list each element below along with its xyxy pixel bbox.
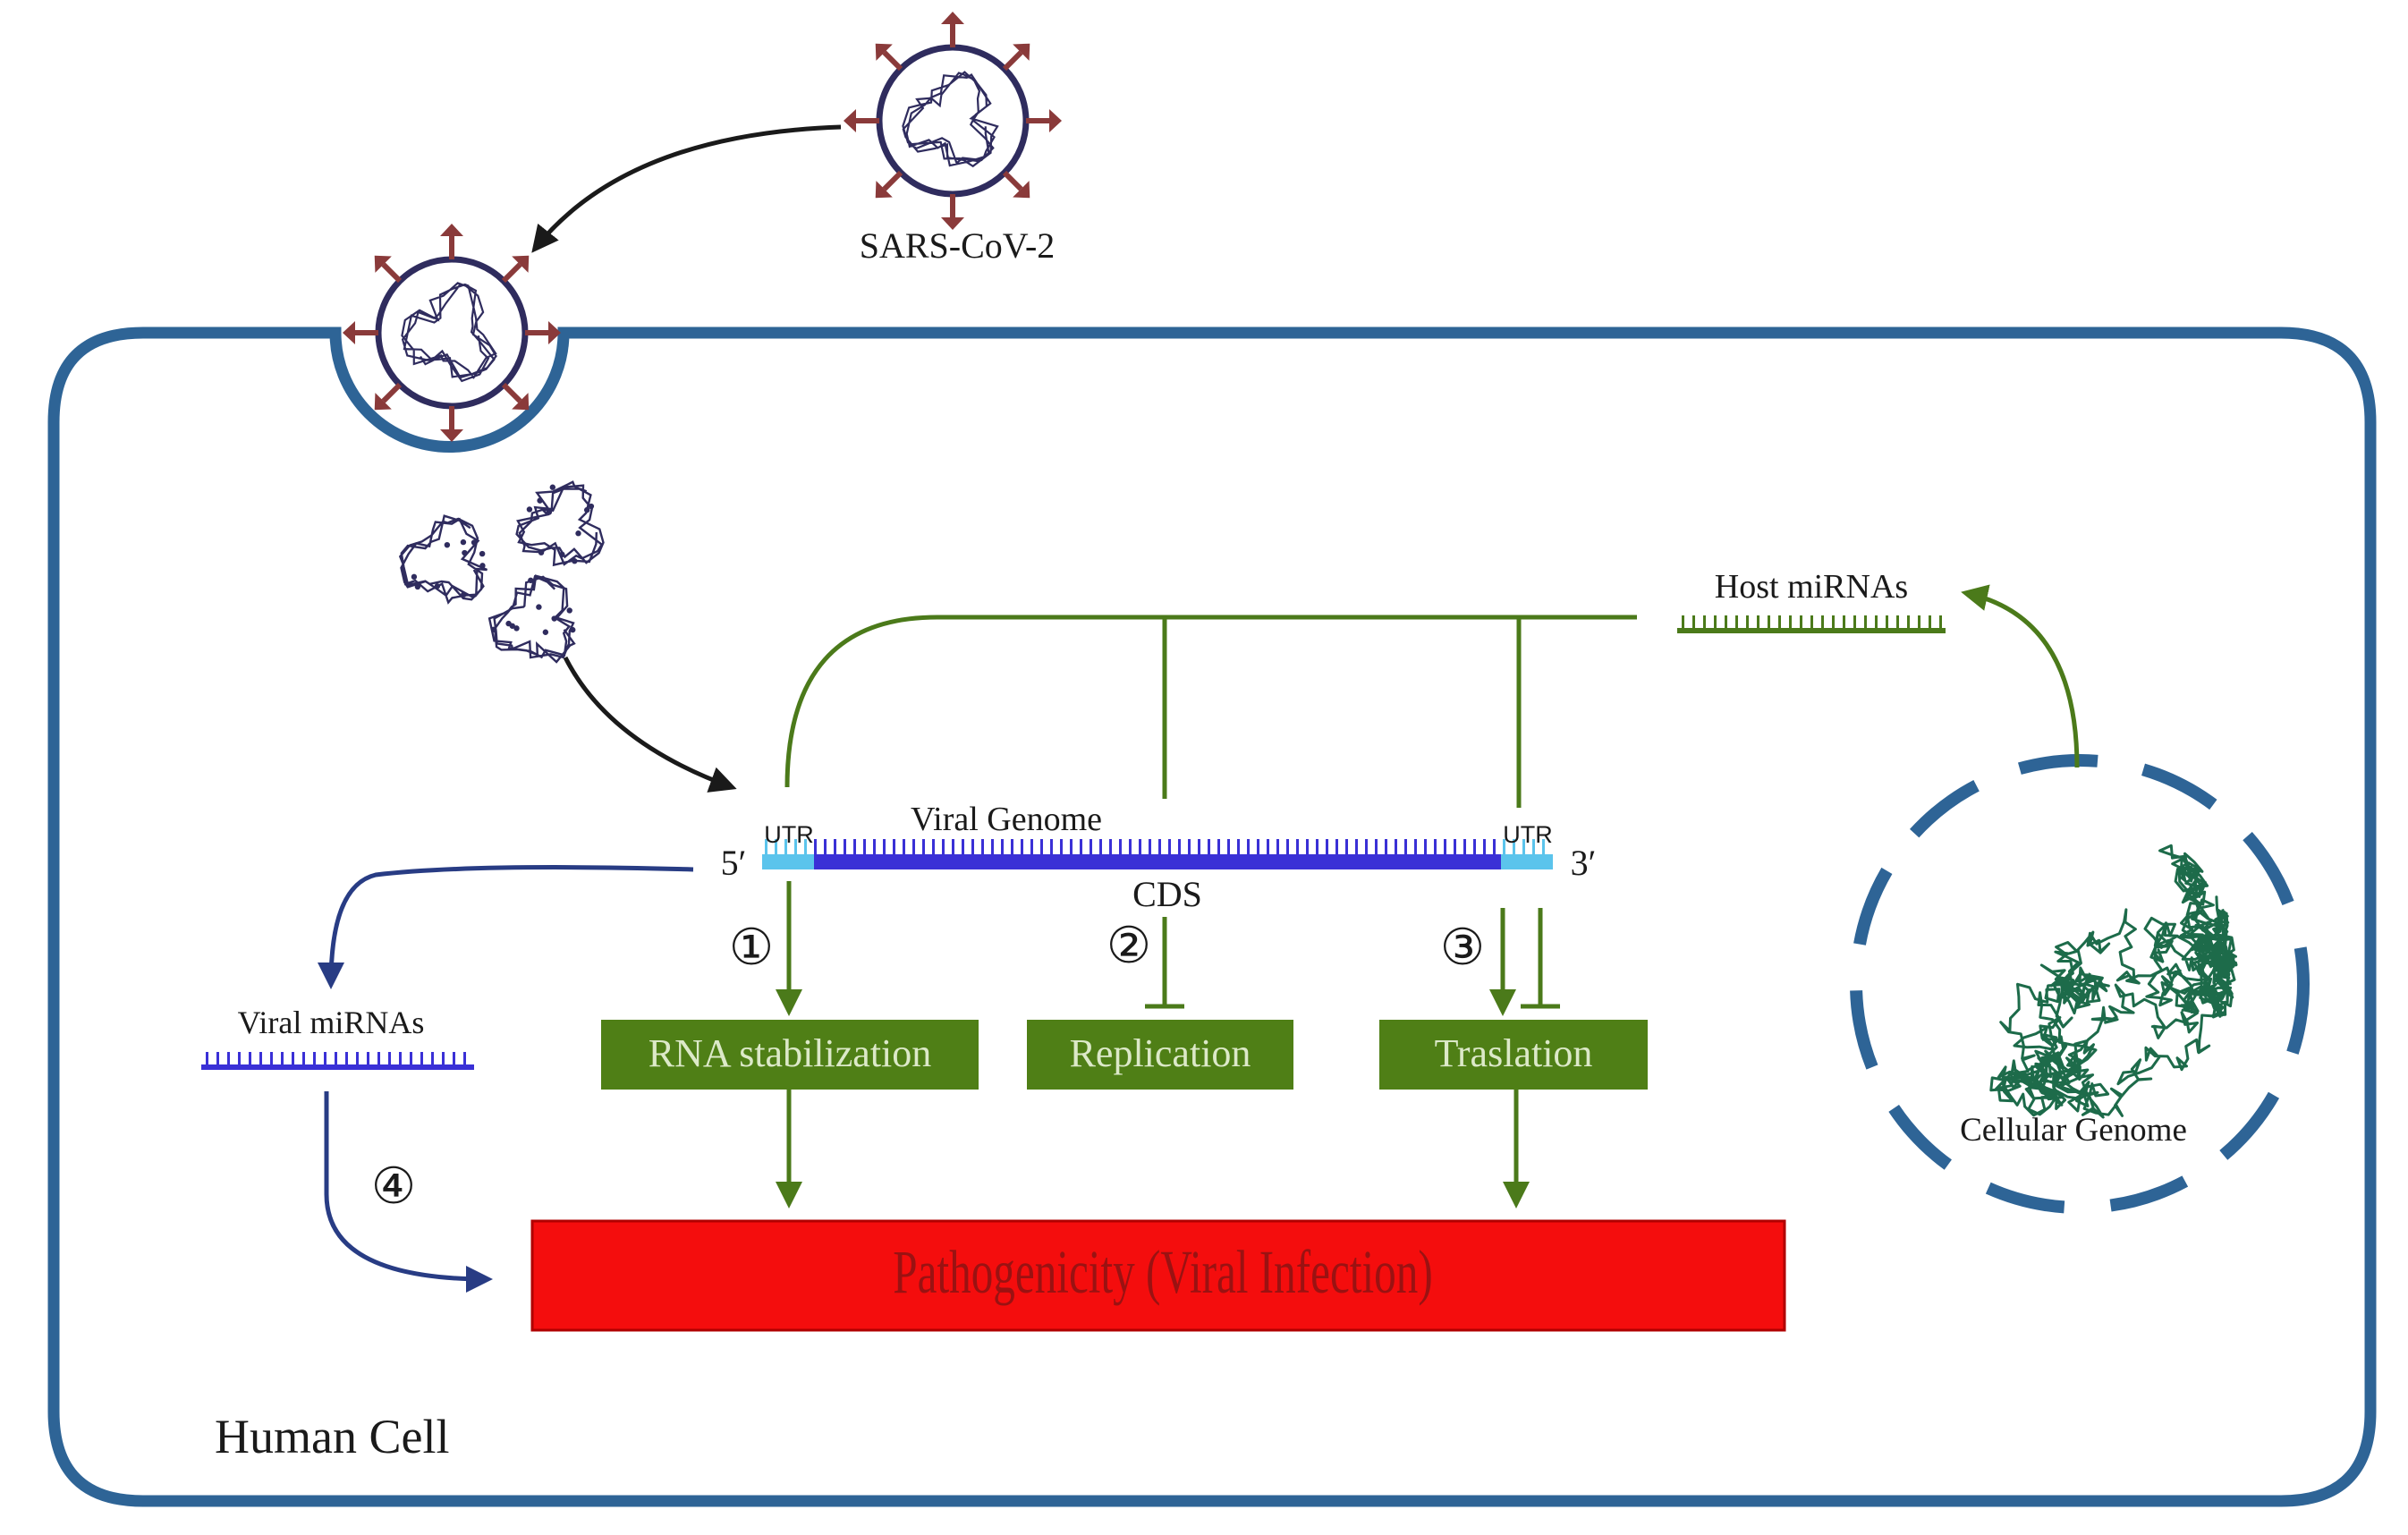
pathogenicity-label: Pathogenicity (Viral Infection) <box>893 1238 1432 1306</box>
step-2-marker: ② <box>1106 919 1151 974</box>
viral-mirna-strand <box>201 1052 474 1070</box>
genome-to-viral-mirna-arrow <box>318 865 694 989</box>
cds-label: CDS <box>1132 874 1202 914</box>
cellular-dna-icon <box>1989 844 2238 1119</box>
cell-membrane <box>47 327 2377 1507</box>
cellular-genome-label: Cellular Genome <box>1960 1112 2187 1149</box>
sars-cov-2-virus-icon <box>844 12 1062 230</box>
replication-label: Replication <box>1070 1031 1251 1075</box>
rna-stabilization-box: RNA stabilization <box>601 1020 979 1090</box>
virus-label: SARS-CoV-2 <box>860 225 1056 266</box>
utr-right-label: UTR <box>1503 821 1553 848</box>
host-mirnas-label: Host miRNAs <box>1715 568 1908 606</box>
cds-segment <box>814 854 1501 869</box>
translation-box: Traslation <box>1379 1020 1648 1090</box>
utr-3-segment <box>1501 854 1553 869</box>
pathogenicity-box: Pathogenicity (Viral Infection) <box>530 1219 1786 1332</box>
entry-arrow <box>531 124 842 253</box>
host-mirna-line-to-5utr <box>784 615 1637 788</box>
three-prime-label: 3′ <box>1571 843 1597 883</box>
host-mirna-strand <box>1677 615 1946 633</box>
five-prime-label: 5′ <box>721 843 747 883</box>
viral-mirna-to-pathogenicity-arrow <box>324 1091 493 1293</box>
rna-stabilization-label: RNA stabilization <box>649 1031 932 1075</box>
cellular-genome-nucleus <box>1850 754 2310 1214</box>
rna-to-genome-arrow <box>563 656 737 793</box>
released-viral-rna-icon <box>398 480 605 664</box>
viral-mirnas-label: Viral miRNAs <box>238 1005 425 1040</box>
translation-label: Traslation <box>1435 1031 1593 1075</box>
genome-teeth <box>765 839 1545 854</box>
step-1-marker: ① <box>729 920 774 976</box>
genome-title: Viral Genome <box>911 801 1102 838</box>
utr-5-segment <box>762 854 814 869</box>
step-3-marker: ③ <box>1440 920 1485 976</box>
human-cell-label: Human Cell <box>215 1410 449 1463</box>
nucleus-to-host-mirna-arrow <box>1961 584 2080 768</box>
step-4-marker: ④ <box>371 1159 416 1215</box>
viral-genome <box>762 839 1553 869</box>
utr-left-label: UTR <box>764 821 814 848</box>
replication-box: Replication <box>1027 1020 1293 1090</box>
entering-virus-icon <box>343 224 561 442</box>
